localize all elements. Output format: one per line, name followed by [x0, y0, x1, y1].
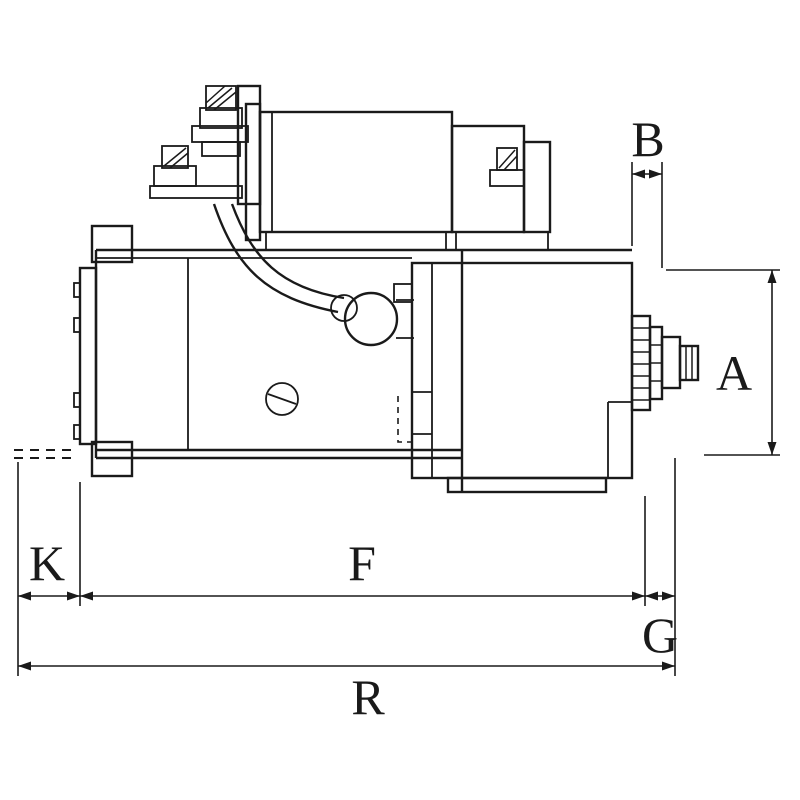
dimension-f: F	[80, 535, 645, 601]
dimension-a: A	[666, 269, 780, 456]
pinion-shaft	[630, 314, 700, 412]
set-screw	[265, 382, 299, 416]
dimension-g-label: G	[642, 607, 678, 663]
hidden-shaft-dashes	[14, 449, 78, 459]
dimension-r: R	[18, 661, 675, 725]
motor-body	[94, 248, 632, 460]
dimension-r-label: R	[351, 669, 385, 725]
dimension-g: G	[642, 591, 678, 663]
dimension-b-label: B	[631, 111, 664, 167]
dimension-k-label: K	[29, 535, 65, 591]
solenoid	[244, 102, 552, 250]
commutator-end-cap	[73, 266, 98, 446]
drive-end-housing	[393, 250, 634, 494]
mounting-lugs	[90, 224, 134, 478]
dimension-a-label: A	[716, 345, 752, 401]
dimension-extension-lines	[17, 458, 676, 676]
dimension-f-label: F	[348, 535, 376, 591]
battery-cable	[212, 203, 414, 347]
dimension-k: K	[18, 535, 80, 601]
solenoid-terminals	[149, 84, 262, 206]
dimension-b: B	[631, 111, 665, 268]
